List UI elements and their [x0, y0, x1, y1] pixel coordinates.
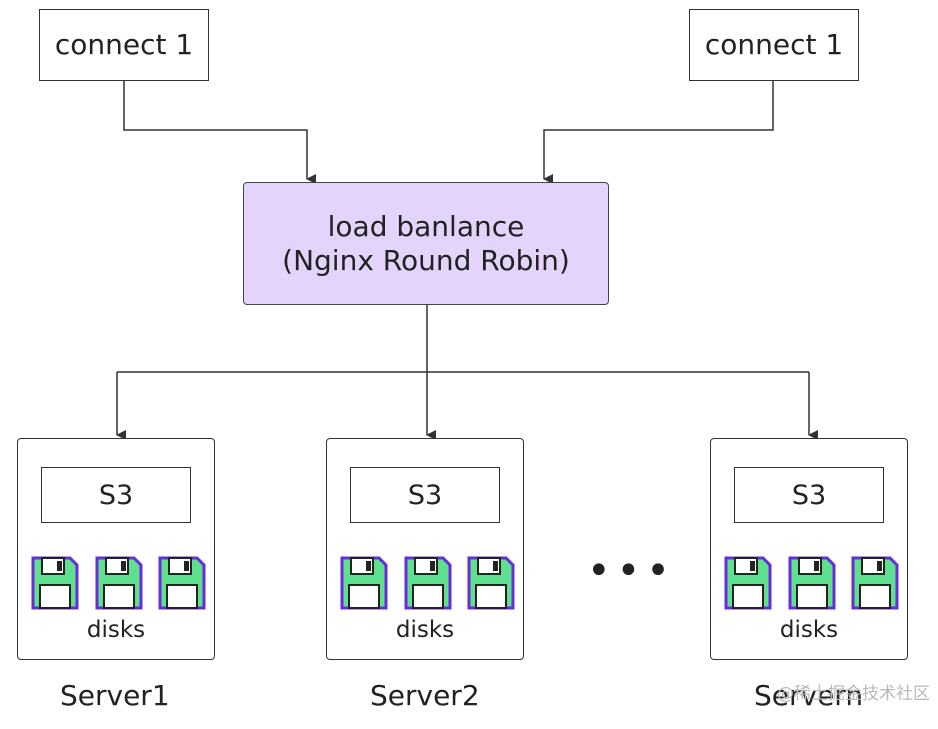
- disks-label: disks: [395, 617, 455, 643]
- s3-box: S3: [41, 467, 191, 523]
- server-node-2: S3 disks: [326, 438, 524, 660]
- floppy-disk-icon: [788, 556, 836, 610]
- disk-group: [723, 555, 899, 611]
- server-name-1: Server1: [60, 679, 170, 712]
- load-balancer-node: load banlance (Nginx Round Robin): [243, 182, 609, 305]
- load-balancer-subtitle: (Nginx Round Robin): [282, 243, 570, 277]
- wire-connect1-right: [543, 81, 774, 184]
- disks-label: disks: [779, 617, 839, 643]
- server-node-n: S3 disks: [710, 438, 908, 660]
- floppy-disk-icon: [724, 556, 772, 610]
- connect-label: connect 1: [704, 28, 844, 62]
- connect-node-right: connect 1: [689, 9, 859, 81]
- s3-box: S3: [734, 467, 884, 523]
- disks-label: disks: [86, 617, 146, 643]
- server-name-2: Server2: [370, 679, 480, 712]
- floppy-disk-icon: [467, 556, 515, 610]
- more-servers-ellipsis: •••: [587, 548, 676, 594]
- floppy-disk-icon: [851, 556, 899, 610]
- server-name-n: Servern: [754, 679, 864, 712]
- connect-node-left: connect 1: [39, 9, 209, 81]
- wire-connect1-left: [123, 81, 316, 184]
- floppy-disk-icon: [404, 556, 452, 610]
- disk-group: [30, 555, 206, 611]
- floppy-disk-icon: [158, 556, 206, 610]
- floppy-disk-icon: [95, 556, 143, 610]
- server-node-1: S3 disks: [17, 438, 215, 660]
- disk-group: [339, 555, 515, 611]
- floppy-disk-icon: [31, 556, 79, 610]
- load-balancer-title: load banlance: [327, 209, 525, 243]
- watermark: @稀土掘金技术社区: [777, 684, 930, 704]
- s3-box: S3: [350, 467, 500, 523]
- connect-label: connect 1: [54, 28, 194, 62]
- floppy-disk-icon: [340, 556, 388, 610]
